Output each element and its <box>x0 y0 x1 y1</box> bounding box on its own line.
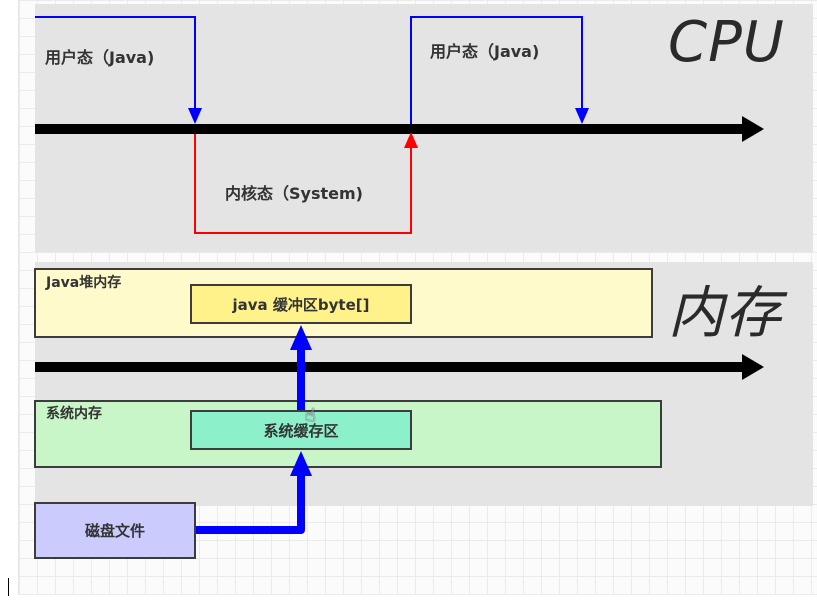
java-buffer-box[interactable]: java 缓冲区byte[] <box>190 284 412 324</box>
kernel-mode-label: 内核态（System) <box>225 184 363 203</box>
system-cache-label: 系统缓存区 <box>263 421 339 440</box>
user-mode-path-1 <box>35 16 202 124</box>
text-cursor <box>8 578 9 596</box>
kernel-mode-path <box>194 132 418 234</box>
disk-file-box[interactable]: 磁盘文件 <box>34 502 196 559</box>
memory-timeline <box>35 354 764 380</box>
system-memory-label: 系统内存 <box>46 406 102 422</box>
memory-title: 内存 <box>668 281 782 346</box>
cpu-title: CPU <box>668 10 785 75</box>
java-buffer-label: java 缓冲区byte[] <box>232 295 370 314</box>
user-mode-path-2 <box>410 16 589 124</box>
java-heap-label: Java堆内存 <box>46 275 122 291</box>
hand-cursor-icon: ☝ <box>305 405 316 426</box>
arrow-disk-to-system-cache <box>196 451 312 534</box>
user-mode-label-1: 用户态（Java) <box>45 48 155 67</box>
disk-file-label: 磁盘文件 <box>84 522 145 540</box>
cpu-timeline <box>35 116 764 142</box>
system-cache-box[interactable]: 系统缓存区 <box>190 410 412 450</box>
arrow-system-cache-to-java-buffer <box>290 325 312 410</box>
user-mode-label-2: 用户态（Java) <box>430 42 540 61</box>
